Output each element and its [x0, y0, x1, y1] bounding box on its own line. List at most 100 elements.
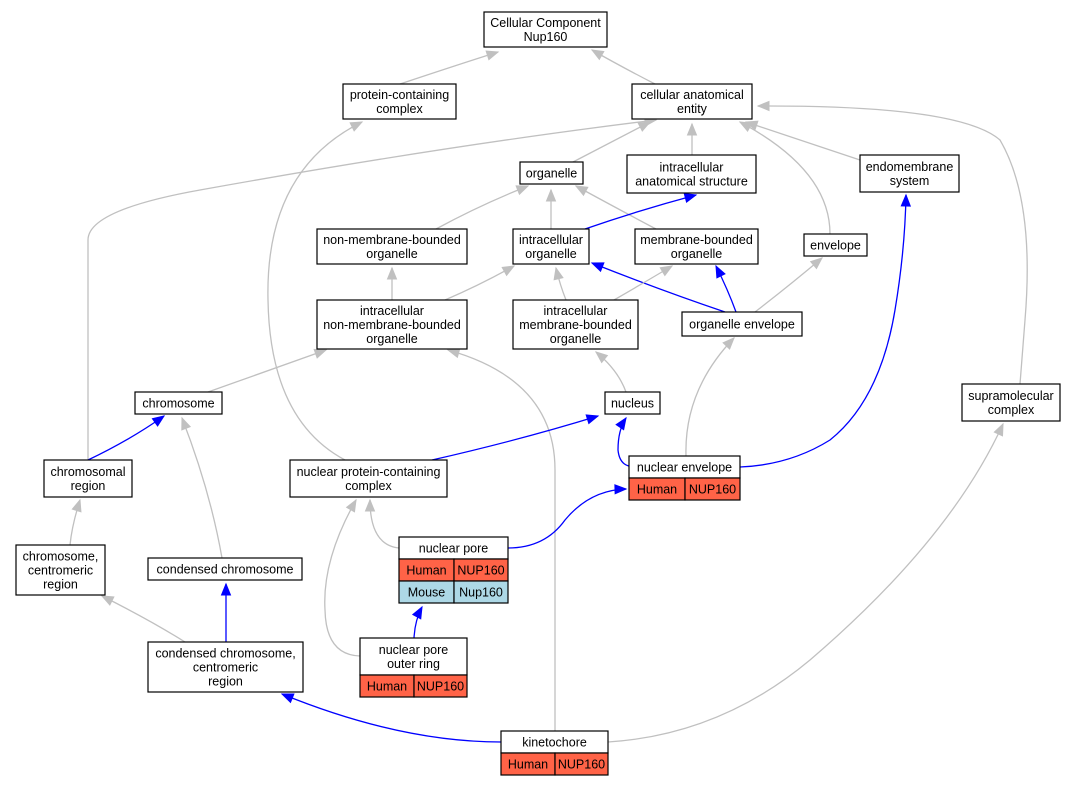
node-label-line: anatomical structure [635, 175, 748, 189]
arrowhead [722, 337, 735, 350]
node-box [859, 154, 960, 193]
gene-cell [453, 580, 509, 604]
edge-is-a-chromosome-to-intracellular-non-membrane-bounded-organelle [207, 348, 328, 393]
edge-part-of-intracellular-organelle-to-intracellular-anatomical-structure [584, 192, 698, 230]
node-label-line: region [71, 479, 106, 493]
node-label-line: organelle [526, 167, 577, 181]
arrowhead [614, 484, 628, 495]
species-label: Mouse [408, 586, 446, 600]
edge-is-a-nucleus-to-intracellular-membrane-bounded-organelle [594, 351, 627, 393]
node-label-line: chromosomal [50, 465, 125, 479]
edge-is-a-condensed-chromosome-to-chromosome [181, 416, 223, 559]
node-box [512, 299, 639, 350]
edge-is-a-nuclear-pore-outer-ring-to-nuclear-protein-containing-complex [324, 498, 361, 657]
node-label-line: membrane-bounded [519, 318, 632, 332]
node-box [512, 228, 590, 265]
edge-part-of-chromosomal-region-to-chromosome [87, 415, 166, 461]
node-label-line: region [208, 675, 243, 689]
node-label-line: supramolecular [968, 389, 1053, 403]
node-label-line: centromeric [193, 661, 258, 675]
species-label: Human [508, 758, 548, 772]
arrowhead [715, 264, 726, 279]
node-label-line: organelle [366, 332, 417, 346]
edge-is-a-membrane-bounded-organelle-to-organelle [574, 185, 657, 230]
node-label-line: system [890, 174, 930, 188]
node-label-line: nucleus [611, 397, 654, 411]
node-organelle-envelope[interactable]: organelle envelope [681, 311, 803, 337]
node-box [342, 83, 457, 120]
arrowhead [809, 257, 824, 270]
node-box [43, 459, 133, 498]
node-label-line: complex [988, 403, 1035, 417]
node-label-line: membrane-bounded [640, 233, 753, 247]
arrowhead [615, 416, 627, 431]
node-label-line: non-membrane-bounded [323, 318, 461, 332]
node-box [147, 641, 304, 693]
node-label-line: envelope [810, 239, 861, 253]
node-box [147, 557, 303, 581]
edge-part-of-nuclear-pore-outer-ring-to-nuclear-pore [411, 605, 423, 639]
species-label: Human [406, 564, 446, 578]
node-envelope[interactable]: envelope [803, 233, 868, 257]
arrowhead [386, 266, 398, 280]
edge-part-of-condensed-chromosome-centromeric-region-to-condensed-chromosome [220, 582, 232, 642]
node-label-line: nuclear envelope [637, 461, 732, 475]
edge-is-a-intracellular-non-membrane-bounded-organelle-to-intracellular-organelle [444, 265, 516, 301]
node-box [961, 383, 1061, 422]
edge-is-a-protein-containing-complex-to-root [399, 50, 500, 85]
node-chromosome[interactable]: chromosome [134, 391, 223, 415]
node-label-line: centromeric [28, 564, 93, 578]
node-label-line: endomembrane [866, 160, 954, 174]
node-condensed-chromosome[interactable]: condensed chromosome [147, 557, 303, 581]
edge-is-a-chromosome-centromeric-region-to-chromosomal-region [69, 498, 82, 546]
arrowhead [280, 693, 295, 704]
node-label-line: nuclear pore [419, 542, 489, 556]
arrowhead [100, 595, 115, 606]
edge-is-a-intracellular-non-membrane-bounded-organelle-to-non-membrane-bounded-organelle [386, 266, 398, 300]
node-intracellular-non-membrane-bounded-organelle[interactable]: intracellularnon-membrane-boundedorganel… [316, 299, 468, 350]
edge-part-of-organelle-envelope-to-intracellular-organelle [590, 262, 726, 313]
node-label-line: protein-containing [350, 88, 449, 102]
node-label-line: nuclear pore [379, 643, 449, 657]
node-nucleus[interactable]: nucleus [604, 391, 661, 415]
edge-is-a-intracellular-membrane-bounded-organelle-to-intracellular-organelle [553, 266, 567, 301]
node-label-line: organelle envelope [689, 318, 795, 332]
node-box [483, 11, 608, 48]
edge-is-a-supramolecular-complex-to-cellular-anatomical-entity [756, 100, 1028, 385]
arrowhead [594, 351, 609, 364]
gene-cell [554, 752, 609, 776]
node-label-line: intracellular [360, 304, 424, 318]
node-box [631, 83, 753, 120]
gene-label: NUP160 [417, 680, 464, 694]
node-label-line: cellular anatomical [640, 88, 744, 102]
node-label-line: organelle [366, 247, 417, 261]
node-label-line: condensed chromosome [157, 563, 294, 577]
edge-part-of-kinetochore-to-condensed-chromosome-centromeric-region [280, 693, 502, 743]
edge-is-a-intracellular-organelle-to-organelle [545, 188, 557, 229]
edge-part-of-nuclear-pore-to-nuclear-envelope [507, 484, 628, 549]
node-organelle[interactable]: organelle [519, 161, 584, 185]
node-label-line: chromosome [142, 397, 214, 411]
gene-cell [413, 674, 468, 698]
arrowhead [515, 185, 530, 196]
node-label-line: outer ring [387, 657, 440, 671]
